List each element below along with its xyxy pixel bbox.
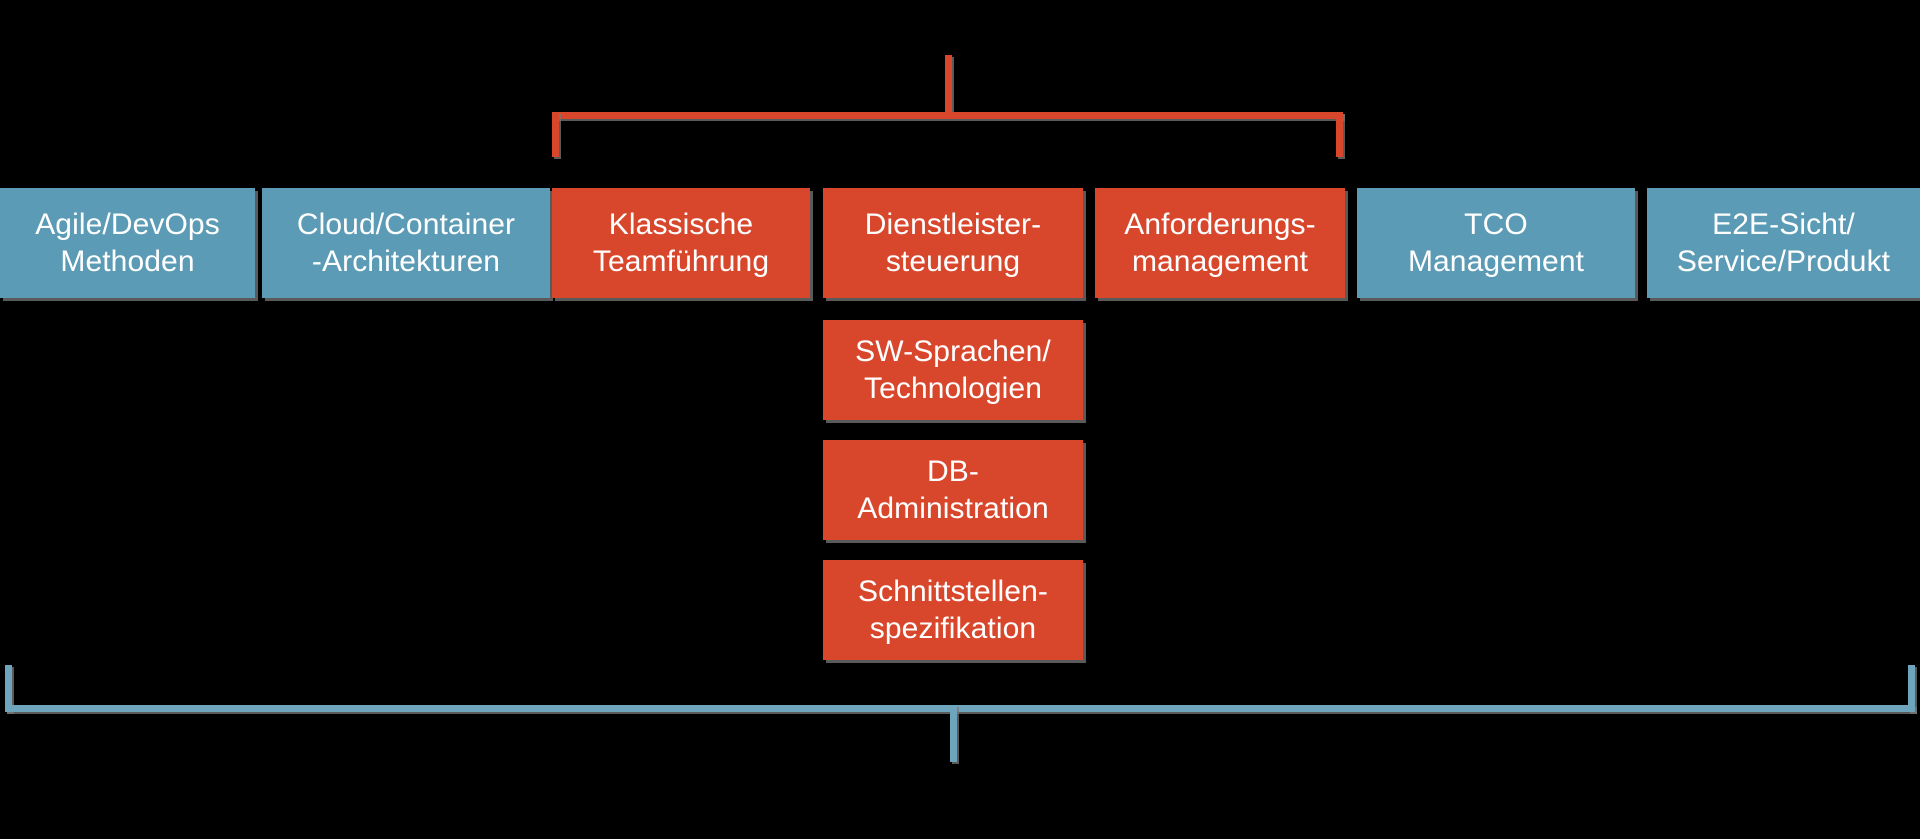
node-label: Cloud/Container -Architekturen <box>296 207 516 279</box>
top-bracket-right-drop <box>1336 112 1343 157</box>
node-label: TCO Management <box>1407 207 1585 279</box>
node-agile-devops-methoden[interactable]: Agile/DevOps Methoden <box>0 188 255 298</box>
bottom-bracket-right-arm <box>1908 665 1915 712</box>
node-label: Dienstleister- steuerung <box>864 207 1042 279</box>
node-label: Schnittstellen- spezifikation <box>858 574 1048 646</box>
bottom-bracket-left-arm <box>5 665 12 712</box>
node-dienstleistersteuerung[interactable]: Dienstleister- steuerung <box>823 188 1083 298</box>
node-klassische-teamfuehrung[interactable]: Klassische Teamführung <box>552 188 810 298</box>
node-label: DB- Administration <box>857 454 1049 526</box>
top-bracket-stem <box>945 55 952 115</box>
node-label: E2E-Sicht/ Service/Produkt <box>1676 207 1891 279</box>
top-bracket-rail <box>552 112 1343 119</box>
node-tco-management[interactable]: TCO Management <box>1357 188 1635 298</box>
node-schnittstellenspezifikation[interactable]: Schnittstellen- spezifikation <box>823 560 1083 660</box>
node-cloud-container-architekturen[interactable]: Cloud/Container -Architekturen <box>262 188 550 298</box>
node-db-administration[interactable]: DB- Administration <box>823 440 1083 540</box>
node-sw-sprachen-technologien[interactable]: SW-Sprachen/ Technologien <box>823 320 1083 420</box>
node-label: SW-Sprachen/ Technologien <box>855 334 1051 406</box>
node-e2e-sicht-service-produkt[interactable]: E2E-Sicht/ Service/Produkt <box>1647 188 1920 298</box>
top-bracket-left-drop <box>552 112 559 157</box>
node-anforderungsmanagement[interactable]: Anforderungs- management <box>1095 188 1345 298</box>
bottom-bracket-stem <box>950 705 957 762</box>
node-label: Klassische Teamführung <box>592 207 770 279</box>
node-label: Agile/DevOps Methoden <box>35 207 220 279</box>
bottom-bracket-rail <box>5 705 1915 712</box>
node-label: Anforderungs- management <box>1124 207 1316 279</box>
